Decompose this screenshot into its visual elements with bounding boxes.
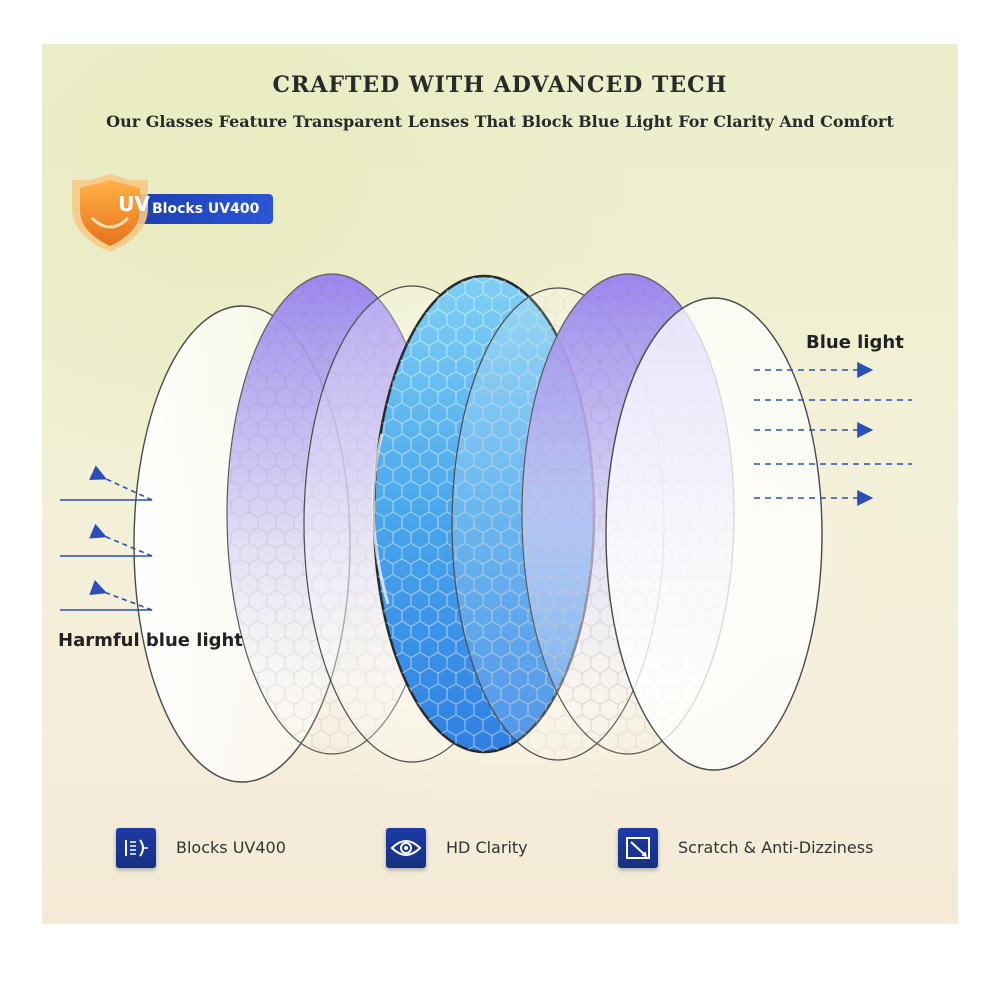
reflected-harmful-light-arrows xyxy=(60,465,153,611)
uv-shield-icon xyxy=(72,174,148,252)
uv400-badge: Blocks UV400 UV xyxy=(60,170,290,252)
product-feature-panel: CRAFTED WITH ADVANCED TECH Our Glasses F… xyxy=(42,44,958,924)
headline: CRAFTED WITH ADVANCED TECH xyxy=(272,72,728,98)
uv-block-icon xyxy=(116,828,156,868)
subheadline: Our Glasses Feature Transparent Lenses T… xyxy=(106,112,894,131)
feature-label: HD Clarity xyxy=(446,838,528,857)
uv-shield-label: UV xyxy=(118,192,150,216)
scratch-resistant-icon xyxy=(618,828,658,868)
blue-light-label: Blue light xyxy=(806,332,904,353)
uv-badge-banner: Blocks UV400 xyxy=(134,194,274,224)
incoming-blue-light-arrows xyxy=(754,362,912,506)
lens-7-clear xyxy=(605,297,823,771)
lens-diagram xyxy=(60,273,912,783)
feature-label: Scratch & Anti-Dizziness xyxy=(678,838,874,857)
harmful-blue-light-label: Harmful blue light xyxy=(58,630,243,651)
eye-icon xyxy=(386,828,426,868)
lens-2-purple-coated xyxy=(226,273,438,755)
feature-label: Blocks UV400 xyxy=(176,838,286,857)
